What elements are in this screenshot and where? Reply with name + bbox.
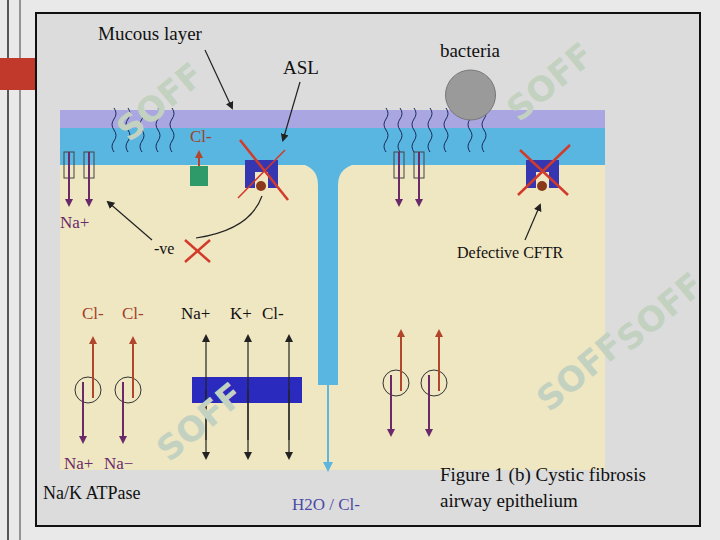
- leader-line: [196, 196, 262, 238]
- chloride-arrow: [198, 152, 200, 166]
- watermark: SOFF: [500, 36, 601, 129]
- cilium: [412, 108, 416, 152]
- node-label: bacteria: [437, 40, 504, 62]
- layer-label: ASL: [283, 58, 319, 79]
- enac-channel: [64, 152, 94, 205]
- ion-label: Na−: [104, 455, 133, 474]
- watermark: SOFF: [150, 376, 251, 469]
- slide-accent: [0, 58, 36, 90]
- intercellular-space: [305, 165, 352, 385]
- block-cross: [185, 240, 210, 262]
- cftr-channel: [518, 145, 570, 195]
- ion-label: Cl-: [82, 305, 104, 324]
- callout-label: Defective CFTR: [457, 244, 563, 262]
- chloride-channel: [190, 166, 208, 186]
- leader-line: [525, 205, 540, 240]
- flow-label: H2O / Cl-: [292, 496, 360, 515]
- cftr-channel: [238, 140, 288, 200]
- cilium: [398, 108, 402, 152]
- ion-label: Na+: [60, 214, 89, 233]
- transporter-label: Na/K ATPase: [43, 484, 141, 504]
- leader-line: [283, 82, 300, 140]
- watermark: SOFF: [610, 266, 711, 359]
- ion-label: Cl-: [122, 305, 144, 324]
- ion-label: Cl-: [262, 305, 284, 324]
- figure-panel: [36, 13, 700, 526]
- epithelial-cell: [60, 165, 605, 470]
- leader-line: [108, 202, 152, 240]
- layer-label: Mucous layer: [98, 24, 202, 45]
- cilium: [444, 108, 448, 152]
- cilium: [428, 108, 432, 152]
- enac-channel: [394, 152, 424, 205]
- ion-label: K+: [230, 305, 252, 324]
- cotransporter: [75, 331, 447, 442]
- watermark: SOFF: [530, 326, 631, 419]
- leader-line: [205, 50, 232, 108]
- ion-label: Na+: [64, 455, 93, 474]
- charge-label: -ve: [154, 240, 174, 258]
- bacterium: bacteria: [437, 40, 504, 122]
- figure-caption: Figure 1 (b) Cystic fibrosis airway epit…: [440, 462, 695, 513]
- block-cross: [185, 240, 210, 262]
- ion-label: Cl-: [190, 128, 212, 147]
- cilium: [384, 108, 388, 152]
- water-flow-arrow: [327, 385, 329, 470]
- ion-label: Na+: [181, 305, 210, 324]
